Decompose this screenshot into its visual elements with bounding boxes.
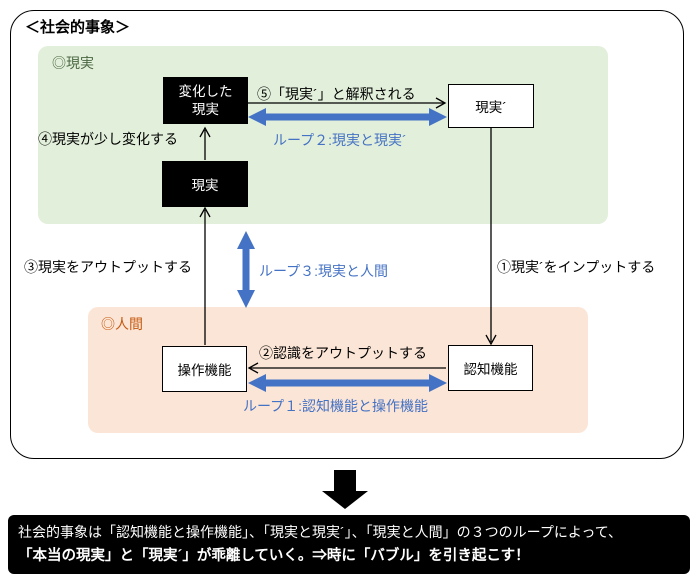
diagram-title: ＜社会的事象＞	[25, 19, 131, 36]
conclusion-box: 社会的事象は「認知機能と操作機能」、「現実と現実´」、「現実と人間」の３つのルー…	[8, 515, 690, 574]
reality-region	[38, 46, 608, 224]
step3-output-reality-label: ③現実をアウトプットする	[24, 259, 192, 275]
node-operation-function: 操作機能	[162, 346, 247, 392]
loop2-label: ループ２:現実と現実´	[273, 132, 407, 148]
node-changed-reality-line2: 現実	[192, 101, 219, 117]
step4-reality-changes-label: ④現実が少し変化する	[38, 131, 178, 147]
conclusion-line2: 「本当の現実」と「現実´」が乖離していく。⇒時に「バブル」を引き起こす！	[18, 548, 530, 564]
big-down-arrow-icon	[322, 470, 368, 509]
loop1-label: ループ１:認知機能と操作機能	[243, 398, 429, 414]
loop3-label: ループ３:現実と人間	[259, 263, 389, 279]
conclusion-line1: 社会的事象は「認知機能と操作機能」、「現実と現実´」、「現実と人間」の３つのルー…	[18, 524, 622, 540]
node-reality-prime: 現実´	[448, 84, 534, 128]
node-cognitive-function: 認知機能	[448, 345, 533, 391]
node-changed-reality-line1: 変化した	[178, 83, 233, 99]
node-changed-reality: 変化した 現実	[163, 77, 248, 124]
node-reality: 現実	[162, 161, 248, 207]
step2-output-recognition-label: ②認識をアウトプットする	[259, 345, 427, 361]
human-region-label: ◎人間	[101, 316, 143, 332]
step5-interpreted-label: ⑤「現実´」と解釈される	[257, 86, 416, 102]
reality-region-label: ◎現実	[52, 55, 94, 71]
step1-input-reality-prime-label: ①現実´をインプットする	[497, 259, 656, 275]
social-phenomenon-frame	[10, 10, 684, 459]
